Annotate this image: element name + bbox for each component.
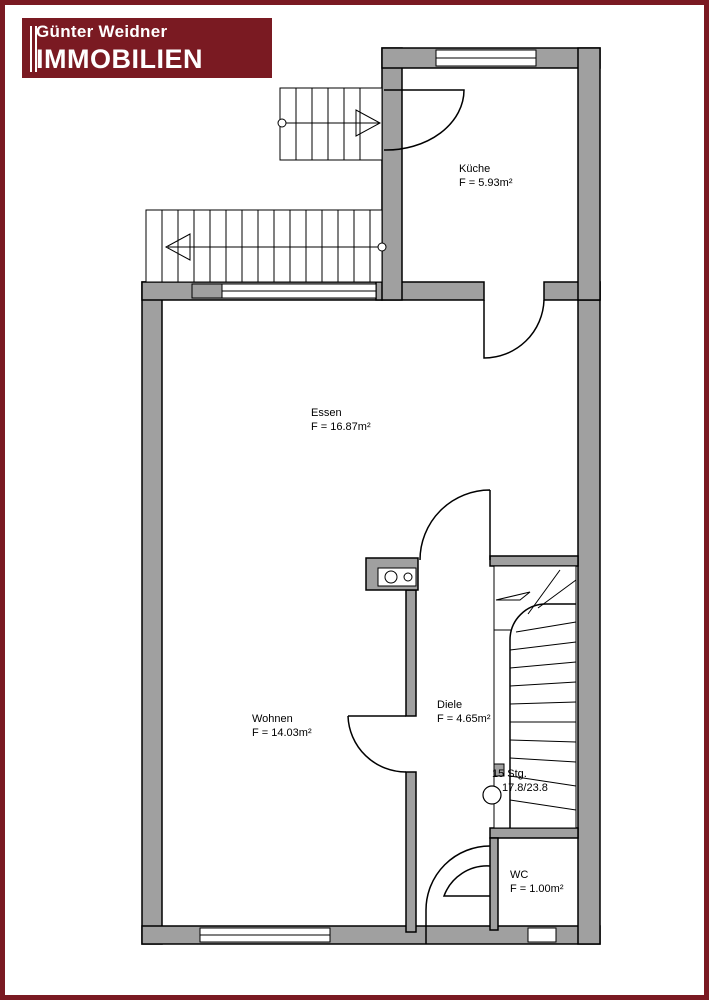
door-wohnen (347, 715, 407, 773)
brand-type: IMMOBILIEN (36, 44, 203, 74)
door-kueche-outer (383, 89, 465, 151)
room-area-wohnen: F = 14.03m² (252, 727, 312, 739)
wall-wc-left (489, 837, 499, 931)
wall-stair-bottom (489, 827, 579, 839)
brand-name: Günter Weidner (36, 22, 168, 41)
stair-lower (145, 209, 383, 283)
exterior-stairs (145, 87, 387, 283)
wall-inner-upper (405, 589, 417, 717)
room-labels: Küche F = 5.93m² Essen F = 16.87m² Wohne… (252, 163, 564, 895)
brand-logo: Günter Weidner IMMOBILIEN (22, 18, 272, 78)
window-wc (527, 927, 557, 943)
room-area-essen: F = 16.87m² (311, 421, 371, 433)
room-name-kueche: Küche (459, 163, 490, 175)
room-area-wc: F = 1.00m² (510, 883, 564, 895)
stair-upper (279, 87, 383, 161)
wall-kueche-left (381, 47, 403, 301)
room-area-diele: F = 4.65m² (437, 713, 491, 725)
wall-kueche-right (577, 47, 601, 301)
door-wc (442, 865, 491, 897)
room-name-essen: Essen (311, 407, 342, 419)
room-name-wc: WC (510, 869, 528, 881)
chimney (365, 557, 419, 591)
windows (191, 49, 557, 943)
wall-stair-top (489, 555, 579, 567)
door-entrance (425, 845, 491, 944)
room-name-diele: Diele (437, 699, 462, 711)
interior-stair (482, 565, 577, 829)
wall-left (141, 281, 163, 945)
room-name-wohnen: Wohnen (252, 713, 293, 725)
wall-right (577, 281, 601, 945)
door-diele-essen (419, 489, 491, 561)
room-area-kueche: F = 5.93m² (459, 177, 513, 189)
door-kueche-essen (483, 299, 545, 359)
stair-ratio-label: 17.8/23.8 (502, 782, 548, 794)
stair-steps-label: 15 Stg. (492, 768, 527, 780)
doors (347, 89, 545, 944)
logo-bar-icon (30, 26, 37, 72)
wall-inner-lower (405, 771, 417, 933)
